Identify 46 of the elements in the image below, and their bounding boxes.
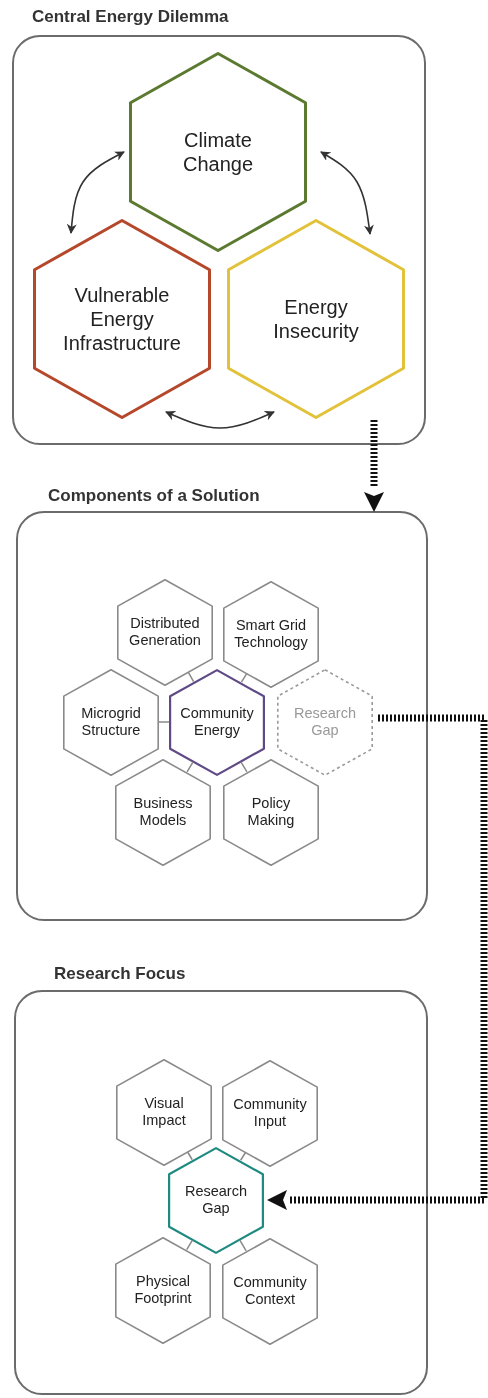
connector-line xyxy=(240,673,248,683)
hexagon-label: Visual Impact xyxy=(141,1094,187,1130)
panel-heading: Central Energy Dilemma xyxy=(32,7,229,27)
hexagon-label: Vulnerable Energy Infrastructure xyxy=(62,283,182,355)
panel-heading: Research Focus xyxy=(54,964,186,984)
arrow xyxy=(267,714,488,1210)
hexagon-label: Research Gap xyxy=(183,1182,248,1218)
hexagon xyxy=(222,1059,318,1167)
hexagon-label: Energy Insecurity xyxy=(272,295,360,343)
hexagon xyxy=(227,219,405,419)
hexagon xyxy=(116,1058,212,1166)
hexagon xyxy=(169,668,265,776)
hexagon-label: Policy Making xyxy=(246,794,296,830)
hexagon-label: Research Gap xyxy=(292,704,357,740)
hexagon xyxy=(168,1146,264,1254)
hexagon xyxy=(223,580,319,688)
connector-line xyxy=(185,1239,194,1251)
hexagon xyxy=(117,578,213,686)
hexagon-label: Physical Footprint xyxy=(133,1272,193,1308)
hexagon-label: Microgrid Structure xyxy=(80,704,142,740)
connector-line xyxy=(239,1152,247,1161)
hexagon-label: Smart Grid Technology xyxy=(233,616,309,652)
hexagon-label: Community Input xyxy=(232,1095,308,1131)
hexagon-label: Business Models xyxy=(132,794,194,830)
hexagon xyxy=(115,758,211,866)
hexagon xyxy=(277,668,373,776)
hexagon xyxy=(63,668,159,776)
double-arrow xyxy=(165,411,275,429)
connector-line xyxy=(186,761,194,773)
hexagon-label: Climate Change xyxy=(181,128,255,176)
connector-line xyxy=(187,671,195,683)
hexagon xyxy=(115,1236,211,1344)
connector-line xyxy=(239,1239,247,1252)
hexagon xyxy=(33,219,211,419)
connector-line xyxy=(187,1151,193,1161)
hexagon-label: Distributed Generation xyxy=(128,614,202,650)
hexagon xyxy=(223,758,319,866)
connector-line xyxy=(240,761,248,773)
double-arrow xyxy=(320,151,374,235)
panel-heading: Components of a Solution xyxy=(48,486,260,506)
hexagon-label: Community Context xyxy=(232,1273,308,1309)
hexagon-label: Community Energy xyxy=(179,704,255,740)
hexagon xyxy=(129,52,307,252)
double-arrow xyxy=(66,151,125,234)
connector-line xyxy=(158,721,170,723)
hexagon xyxy=(222,1237,318,1345)
